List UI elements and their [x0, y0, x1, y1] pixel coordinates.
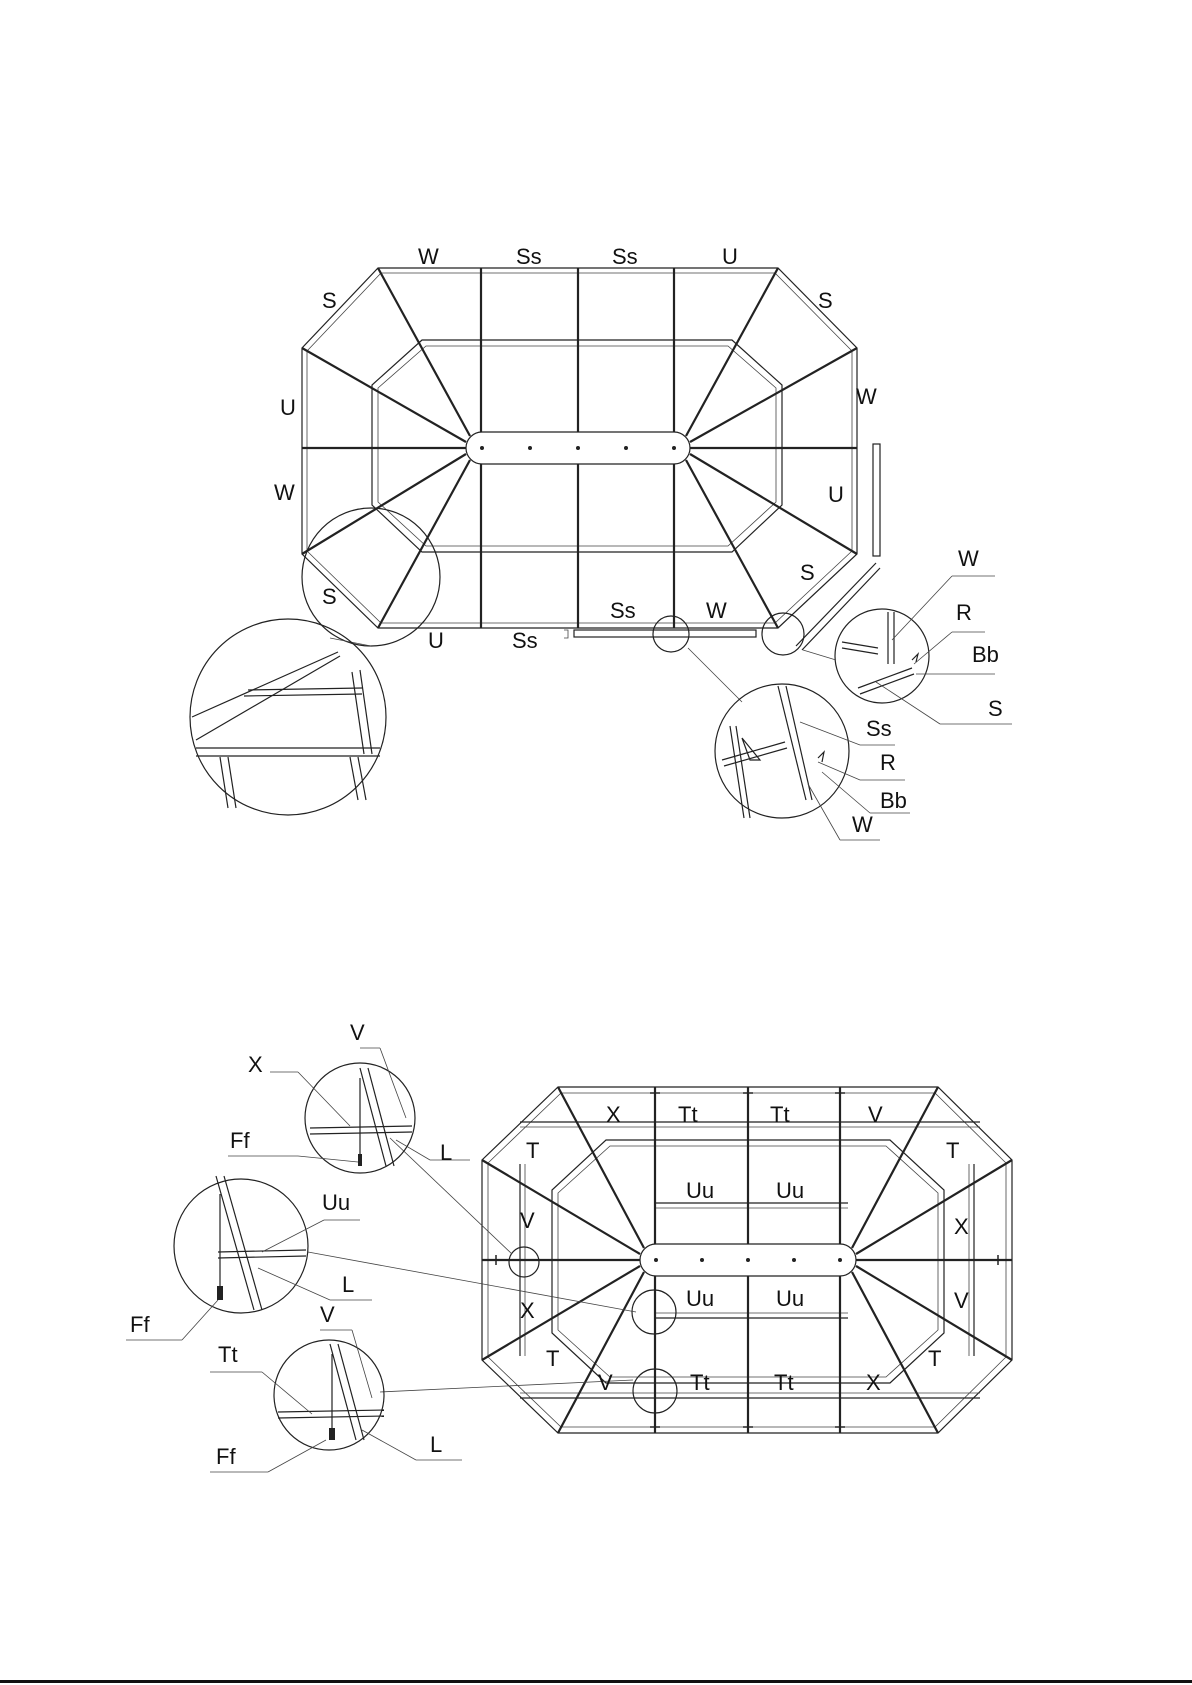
- label-callout2-ff: Ff: [130, 1312, 150, 1337]
- label-x-bottom: X: [866, 1370, 881, 1395]
- label-x-top: X: [606, 1102, 621, 1127]
- label-t-bottom-right: T: [928, 1346, 941, 1371]
- label-callout1-l: L: [440, 1140, 452, 1165]
- label-tt-top-1: Tt: [678, 1102, 698, 1127]
- label-callout-right-s: S: [988, 696, 1003, 721]
- top-diagram-labels: W Ss Ss U S S U W S U Ss Ss W S U W W R …: [274, 244, 1003, 837]
- label-t-top-right: T: [946, 1138, 959, 1163]
- detail-magnifier-left: [190, 619, 386, 815]
- label-s-top-right: S: [818, 288, 833, 313]
- label-callout3-l: L: [430, 1432, 442, 1457]
- label-callout-right-bb: Bb: [972, 642, 999, 667]
- label-x-left: X: [520, 1298, 535, 1323]
- label-ss-bottom-2: Ss: [610, 598, 636, 623]
- label-t-bottom-left: T: [546, 1346, 559, 1371]
- label-w-left: W: [274, 480, 295, 505]
- label-callout3-ff: Ff: [216, 1444, 236, 1469]
- label-uu-mid-2: Uu: [776, 1286, 804, 1311]
- label-ss-bottom: Ss: [512, 628, 538, 653]
- label-callout-right-r: R: [956, 600, 972, 625]
- label-ss-top-2: Ss: [612, 244, 638, 269]
- label-t-top-left: T: [526, 1138, 539, 1163]
- label-callout-lower-ss: Ss: [866, 716, 892, 741]
- label-u-bottom: U: [428, 628, 444, 653]
- page-bottom-rule: [0, 1680, 1192, 1683]
- label-v-right: V: [954, 1288, 969, 1313]
- label-tt-bottom-2: Tt: [774, 1370, 794, 1395]
- label-callout-lower-bb: Bb: [880, 788, 907, 813]
- label-w-bottom: W: [706, 598, 727, 623]
- label-u-right: U: [828, 482, 844, 507]
- label-callout-lower-r: R: [880, 750, 896, 775]
- label-ss-top-1: Ss: [516, 244, 542, 269]
- label-w-right: W: [856, 384, 877, 409]
- label-callout3-v: V: [320, 1302, 335, 1327]
- detail-magnifier-right: [835, 609, 929, 703]
- label-s-top-left: S: [322, 288, 337, 313]
- label-v-left: V: [520, 1208, 535, 1233]
- label-callout-lower-w: W: [852, 812, 873, 837]
- label-w-top: W: [418, 244, 439, 269]
- label-u-left: U: [280, 395, 296, 420]
- label-callout-right-w: W: [958, 546, 979, 571]
- label-callout1-v: V: [350, 1020, 365, 1045]
- label-u-top: U: [722, 244, 738, 269]
- label-s-bottom-right: S: [800, 560, 815, 585]
- label-v-bottom: V: [598, 1370, 613, 1395]
- label-s-bottom-left: S: [322, 584, 337, 609]
- label-tt-top-2: Tt: [770, 1102, 790, 1127]
- label-v-top: V: [868, 1102, 883, 1127]
- label-callout1-ff: Ff: [230, 1128, 250, 1153]
- label-tt-bottom-1: Tt: [690, 1370, 710, 1395]
- label-callout3-tt: Tt: [218, 1342, 238, 1367]
- label-uu-top-2: Uu: [776, 1178, 804, 1203]
- label-x-right: X: [954, 1214, 969, 1239]
- label-uu-mid-1: Uu: [686, 1286, 714, 1311]
- detail-magnifier-2: [174, 1179, 308, 1313]
- label-callout2-l: L: [342, 1272, 354, 1297]
- label-uu-top-1: Uu: [686, 1178, 714, 1203]
- label-callout2-uu: Uu: [322, 1190, 350, 1215]
- label-callout1-x: X: [248, 1052, 263, 1077]
